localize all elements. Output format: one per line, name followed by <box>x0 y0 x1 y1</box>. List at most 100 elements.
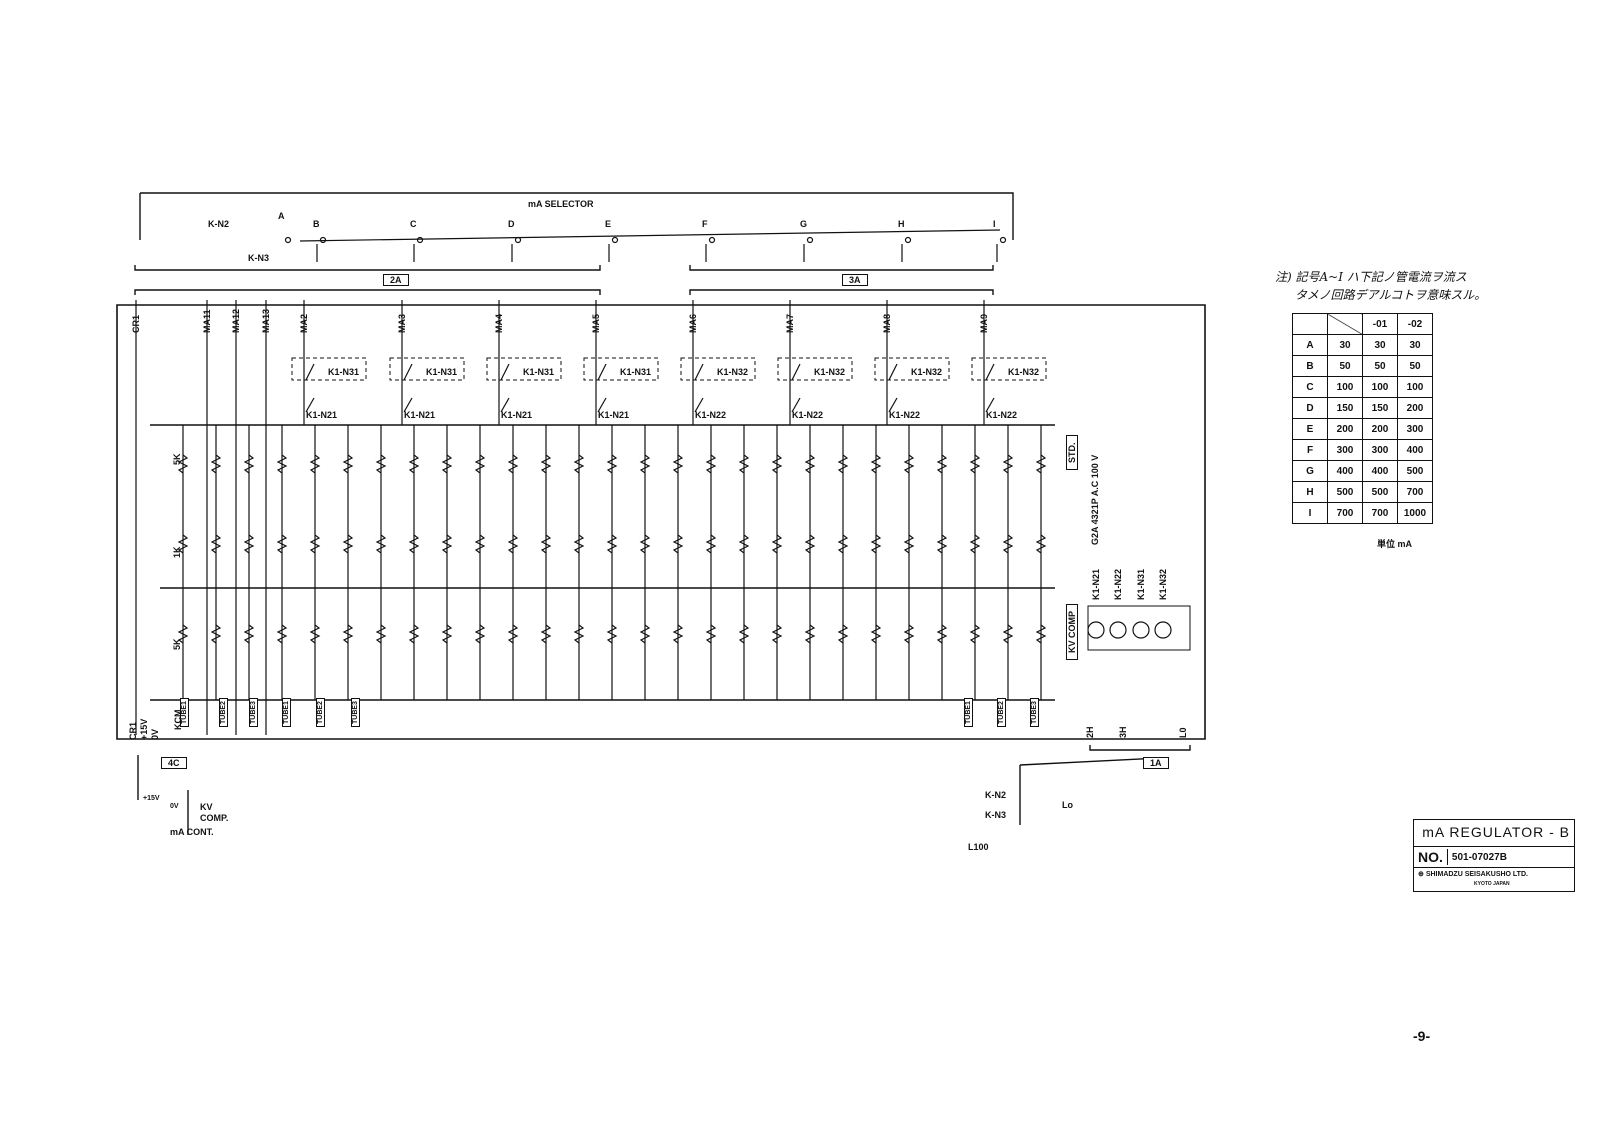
resistor <box>573 454 585 474</box>
resistor <box>639 454 651 474</box>
tube-box: TUBE3 <box>1030 698 1039 727</box>
resistor <box>342 534 354 554</box>
drawing-title: mA REGULATOR - B <box>1414 820 1574 847</box>
resistor <box>870 454 882 474</box>
table-cell: 200 <box>1362 418 1398 440</box>
table-cell: 50 <box>1362 355 1398 377</box>
relay-label: K1-N31 <box>328 367 360 377</box>
selector-contact <box>319 236 327 244</box>
company-mark-icon: ⊕ <box>1418 871 1426 878</box>
resistor <box>309 454 321 474</box>
group-3a: 3A <box>842 274 868 286</box>
table-header-cell <box>1327 313 1363 335</box>
resistor <box>837 624 849 644</box>
table-cell: 500 <box>1327 481 1363 503</box>
relay-coil <box>1132 621 1150 639</box>
resistor <box>210 624 222 644</box>
resistor <box>771 534 783 554</box>
relay-contact <box>791 363 801 381</box>
relay-contact <box>888 397 898 413</box>
relay-contact <box>694 397 704 413</box>
resistor <box>804 534 816 554</box>
table-cell: 30 <box>1327 334 1363 356</box>
table-cell: 500 <box>1362 481 1398 503</box>
sub-relay-label: K1-N21 <box>306 410 338 420</box>
selector-position-label: A <box>278 211 285 221</box>
group-1a: 1A <box>1143 757 1169 769</box>
kcm-label: KCM <box>173 709 183 731</box>
company-row: ⊕ SHIMADZU SEISAKUSHO LTD. KYOTO JAPAN <box>1414 868 1574 891</box>
sub-relay-label: K1-N21 <box>404 410 436 420</box>
table-cell: 150 <box>1327 397 1363 419</box>
relay-contact <box>305 397 315 413</box>
resistor <box>771 454 783 474</box>
table-header-cell <box>1292 313 1328 335</box>
table-cell: 1000 <box>1397 502 1433 524</box>
relay-box <box>777 357 853 381</box>
table-row-key: F <box>1292 439 1328 461</box>
company-country: KYOTO JAPAN <box>1474 881 1510 887</box>
resistor <box>936 624 948 644</box>
resistor <box>903 454 915 474</box>
ll-ma-cont: mA CONT. <box>170 827 214 837</box>
ll-comp: COMP. <box>200 813 229 823</box>
relay-contact <box>500 397 510 413</box>
relay-contact <box>597 397 607 413</box>
table-cell: 100 <box>1397 376 1433 398</box>
resistor <box>177 534 189 554</box>
table-cell: 400 <box>1327 460 1363 482</box>
table-header-cell: -02 <box>1397 313 1433 335</box>
resistor <box>606 534 618 554</box>
resistor <box>540 454 552 474</box>
resistor <box>441 534 453 554</box>
selector-contact <box>708 236 716 244</box>
drawing-number: 501-07027B <box>1451 851 1507 863</box>
resistor <box>936 454 948 474</box>
relay-box <box>680 357 756 381</box>
tube-box: TUBE1 <box>964 698 973 727</box>
table-row-key: G <box>1292 460 1328 482</box>
selector-position-label: C <box>410 219 417 229</box>
left-terminal-label: MA11 <box>202 309 212 333</box>
relay-box <box>389 357 465 381</box>
relay-contact <box>305 363 315 381</box>
table-row-key: B <box>1292 355 1328 377</box>
resistor <box>672 624 684 644</box>
selector-contact <box>416 236 424 244</box>
title-block: mA REGULATOR - B NO. 501-07027B ⊕ SHIMAD… <box>1413 819 1575 892</box>
relay-label: K1-N31 <box>426 367 458 377</box>
table-cell: 200 <box>1397 397 1433 419</box>
ll-kv: KV <box>200 802 213 812</box>
resistor <box>969 534 981 554</box>
res-5k-top: 5K <box>172 453 182 465</box>
relay-box <box>486 357 562 381</box>
coil-label: K1-N22 <box>1113 568 1123 600</box>
ma-terminal-label: MA3 <box>397 313 407 333</box>
resistor <box>969 624 981 644</box>
bus-2h: 2H <box>1085 726 1095 738</box>
relay-contact <box>985 397 995 413</box>
resistor <box>243 534 255 554</box>
resistor <box>903 624 915 644</box>
lr-kn3: K-N3 <box>985 810 1007 820</box>
tube-box: TUBE3 <box>351 698 360 727</box>
relay-box <box>874 357 950 381</box>
table-row-key: E <box>1292 418 1328 440</box>
resistor <box>309 624 321 644</box>
relay-contact <box>694 363 704 381</box>
selector-contact <box>514 236 522 244</box>
table-cell: 700 <box>1327 502 1363 524</box>
relay-label: K1-N31 <box>523 367 555 377</box>
lr-l100: L100 <box>968 842 989 852</box>
resistor <box>408 624 420 644</box>
resistor <box>705 454 717 474</box>
resistor <box>210 534 222 554</box>
resistor <box>903 534 915 554</box>
resistor <box>672 534 684 554</box>
resistor <box>573 534 585 554</box>
table-unit: 単位 mA <box>1377 539 1413 549</box>
